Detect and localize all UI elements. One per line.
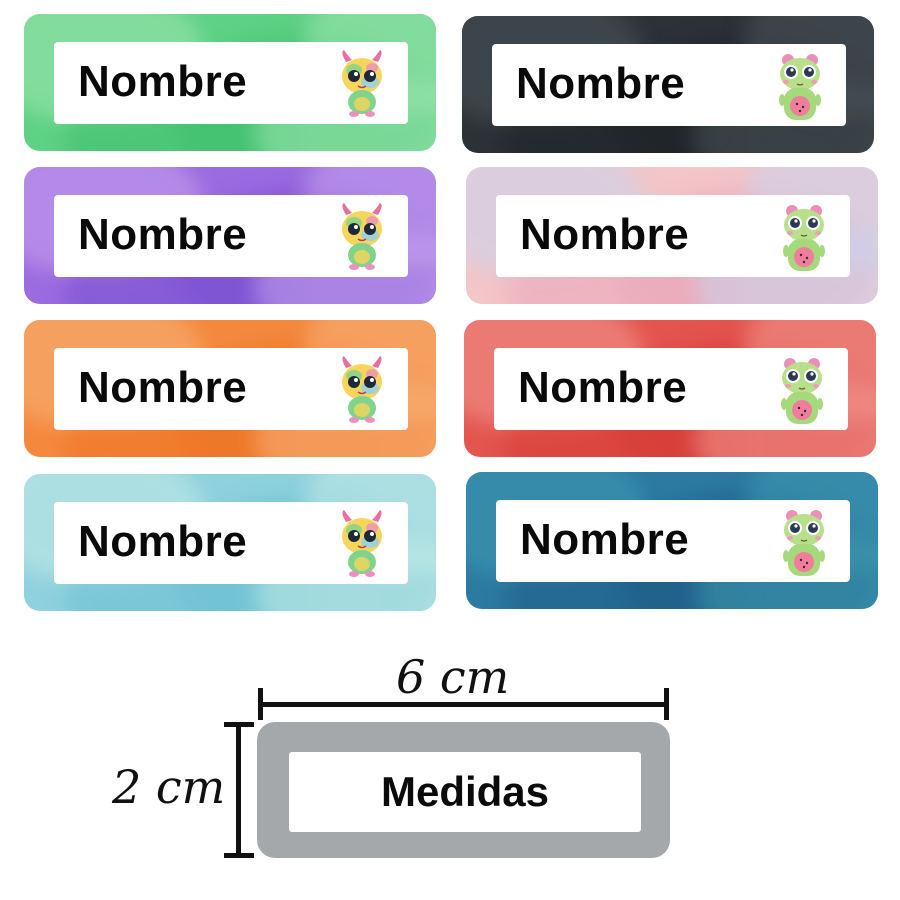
label-panel: Nombre (54, 195, 408, 277)
horned-monster-icon (341, 202, 383, 271)
width-dimension-line (262, 702, 668, 707)
name-label-aqua: Nombre (24, 474, 436, 611)
name-label-green: Nombre (24, 14, 436, 151)
name-label-red: Nombre (464, 320, 876, 457)
measurement-label-text: Medidas (380, 768, 550, 815)
measurement-label-sample: Medidas (257, 722, 670, 858)
horned-monster-icon (341, 355, 383, 424)
horned-monster-icon (341, 49, 383, 118)
label-panel: Nombre (54, 348, 408, 430)
frog-monster-icon (782, 509, 826, 577)
label-panel: Nombre (54, 502, 408, 584)
name-label-teal-blue: Nombre (466, 472, 878, 609)
name-label-charcoal: Nombre (462, 16, 874, 153)
name-label-pastel: Nombre (466, 167, 878, 304)
height-dimension-cap-top (224, 722, 254, 727)
label-panel: Nombre (494, 348, 848, 430)
label-name: Nombre (516, 59, 686, 108)
measurement-label-panel: Medidas (289, 752, 641, 832)
label-panel: Nombre (492, 44, 846, 126)
label-panel: Nombre (54, 42, 408, 124)
height-dimension-cap-bottom (224, 853, 254, 858)
label-name: Nombre (78, 57, 248, 106)
label-name: Nombre (78, 363, 248, 412)
label-panel: Nombre (496, 195, 850, 277)
label-panel: Nombre (496, 500, 850, 582)
width-dimension-cap-right (664, 688, 669, 720)
label-name: Nombre (520, 515, 690, 564)
frog-monster-icon (782, 204, 826, 272)
label-name: Nombre (78, 210, 248, 259)
name-label-orange: Nombre (24, 320, 436, 457)
frog-monster-icon (778, 53, 822, 121)
label-name: Nombre (78, 517, 248, 566)
height-dimension-line (236, 724, 241, 858)
frog-monster-icon (780, 357, 824, 425)
width-dimension-cap-left (258, 688, 263, 720)
horned-monster-icon (341, 509, 383, 578)
height-dimension-text: 2 cm (112, 760, 226, 814)
label-name: Nombre (520, 210, 690, 259)
label-name: Nombre (518, 363, 688, 412)
name-label-purple: Nombre (24, 167, 436, 304)
width-dimension-text: 6 cm (396, 650, 510, 704)
